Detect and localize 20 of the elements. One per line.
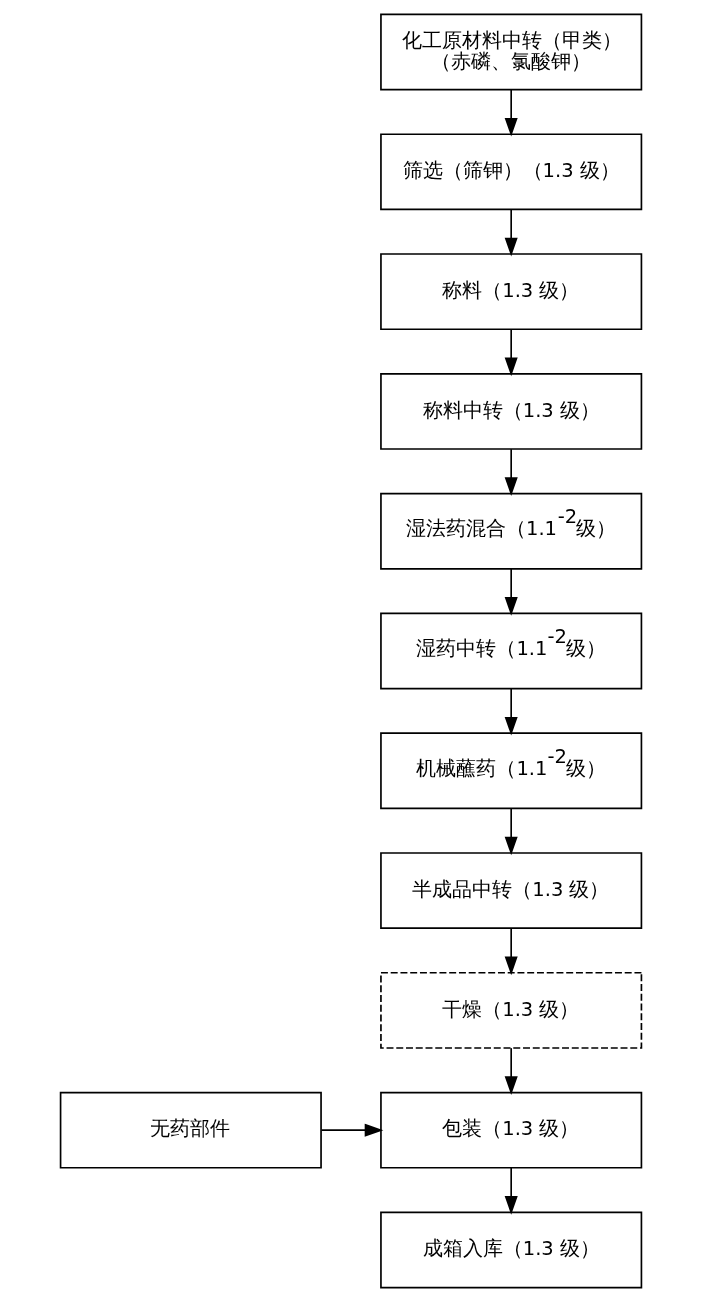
arrow [504,328,518,377]
node-box: 包装（1.3 级） [379,1091,642,1169]
arrow [504,807,518,856]
arrow [504,568,518,616]
node-box: 无药部件 [59,1091,322,1169]
node-box: 化工原材料中转（甲类） （赤磷、氯酸钾） [379,13,642,91]
node-box: 成箱入库（1.3 级） [379,1211,642,1289]
node-box: 称料中转（1.3 级） [379,372,642,450]
arrow [504,88,518,137]
arrow [504,1047,518,1095]
arrow [504,1167,518,1215]
node-box: 半成品中转（1.3 级） [379,852,642,930]
arrow [504,687,518,736]
arrow [504,208,518,257]
arrow [504,448,518,496]
node-box: 干燥（1.3 级） [379,971,642,1049]
arrow [320,1123,383,1137]
arrow [504,927,518,976]
node-box: 筛选（筛钾）（1.3 级） [379,133,642,211]
node-box: 称料（1.3 级） [379,253,642,331]
